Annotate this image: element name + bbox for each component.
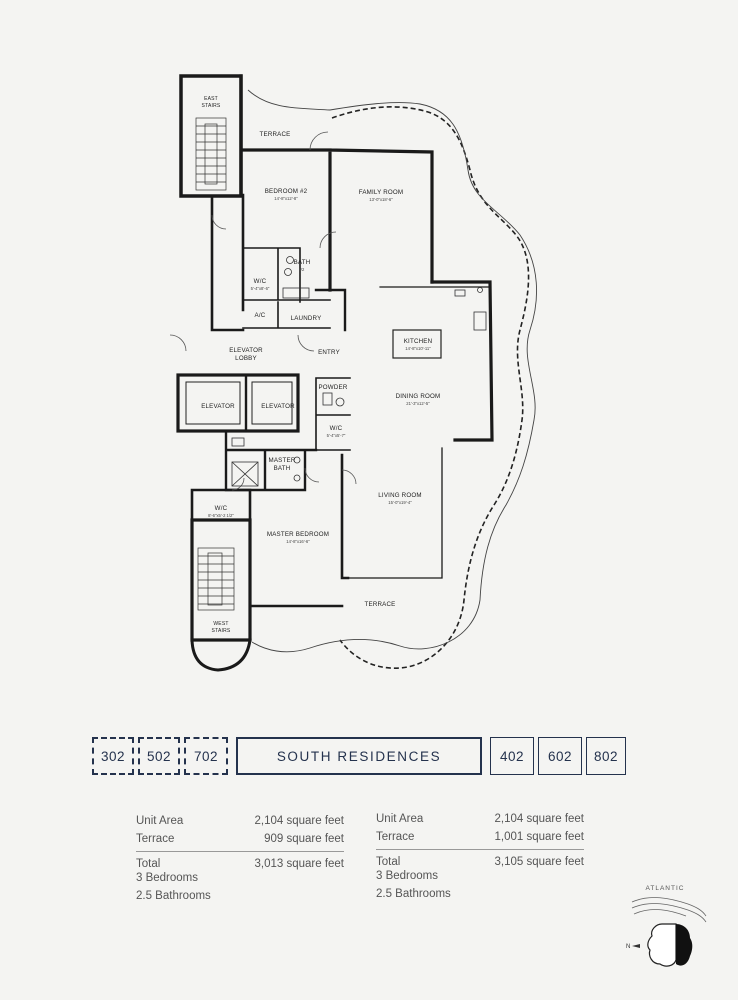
site-outline xyxy=(247,89,537,653)
site-shape xyxy=(647,923,677,967)
unit-502[interactable]: 502 xyxy=(138,737,180,775)
stat-label: Total xyxy=(376,856,401,868)
stat-value: 3,105 square feet xyxy=(494,856,584,868)
label-entry: ENTRY xyxy=(318,349,340,356)
east-stairs-treads xyxy=(195,117,227,191)
stat-label: Terrace xyxy=(376,831,415,843)
stat-value: 2,104 square feet xyxy=(254,815,344,827)
label-wic-top: W/C xyxy=(254,278,267,285)
stat-bathrooms: 2.5 Bathrooms xyxy=(376,888,451,900)
stat-row-terrace: Terrace 909 square feet xyxy=(136,830,344,848)
label-family-room: FAMILY ROOM xyxy=(359,189,404,196)
label-laundry: LAUNDRY xyxy=(291,315,322,322)
label-terrace-bottom: TERRACE xyxy=(365,601,396,608)
label-master-bedroom: MASTER BEDROOM xyxy=(267,531,329,538)
stat-value: 2,104 square feet xyxy=(494,813,584,825)
stat-bedrooms: 3 Bedrooms xyxy=(376,870,439,882)
label-wic-mid: W/C xyxy=(330,425,343,432)
wave-lines xyxy=(631,897,707,923)
stat-value: 1,001 square feet xyxy=(494,831,584,843)
label-dining-room: DINING ROOM xyxy=(396,393,441,400)
stats-left: Unit Area 2,104 square feet Terrace 909 … xyxy=(136,812,344,905)
dim-kitchen: 14'-8"x10'-11" xyxy=(405,346,431,351)
stat-row-total: Total 3,105 square feet xyxy=(376,849,584,868)
stat-row-total: Total 3,013 square feet xyxy=(136,851,344,870)
elevator-cabins xyxy=(185,381,293,425)
stat-bedrooms: 3 Bedrooms xyxy=(136,872,199,884)
label-bath: BATH xyxy=(294,259,311,266)
north-label: N xyxy=(626,944,630,950)
unit-702[interactable]: 702 xyxy=(184,737,228,775)
label-elevator-lobby-2: LOBBY xyxy=(235,355,257,362)
dim-bedroom2: 14'-8"x12'-8" xyxy=(274,196,298,201)
label-west-stairs-2: STAIRS xyxy=(212,628,231,634)
arrow-icon xyxy=(632,944,640,948)
label-east-stairs-1: EAST xyxy=(204,96,218,102)
west-stairs-treads xyxy=(197,547,235,611)
stat-row-unit-area: Unit Area 2,104 square feet xyxy=(376,810,584,828)
dim-family-room: 13'-0"x18'-6" xyxy=(369,197,393,202)
stat-label: Unit Area xyxy=(136,815,184,827)
stat-bathrooms: 2.5 Bathrooms xyxy=(136,890,211,902)
stat-value: 909 square feet xyxy=(264,833,344,845)
dim-living-room: 15'-0"x19'-4" xyxy=(388,500,412,505)
label-terrace-top: TERRACE xyxy=(260,131,291,138)
stat-label: Terrace xyxy=(136,833,175,845)
stat-row-terrace: Terrace 1,001 square feet xyxy=(376,828,584,846)
label-powder: POWDER xyxy=(318,384,347,391)
walls xyxy=(176,74,494,672)
floor-plan-drawing: EAST STAIRS TERRACE BEDROOM #2 14'-8"x12… xyxy=(169,74,537,672)
label-master-bath-2: BATH xyxy=(274,465,291,472)
label-kitchen: KITCHEN xyxy=(404,338,433,345)
north-arrow-icon: ATLANTIC N xyxy=(626,885,707,967)
stat-value: 3,013 square feet xyxy=(254,858,344,870)
stat-row-unit-area: Unit Area 2,104 square feet xyxy=(136,812,344,830)
label-elevator-left: ELEVATOR xyxy=(201,403,235,410)
dim-master-bedroom: 14'-8"x16'-6" xyxy=(286,539,310,544)
label-wic-bottom: W/C xyxy=(215,505,228,512)
unit-302[interactable]: 302 xyxy=(92,737,134,775)
stat-label: Total xyxy=(136,858,161,870)
stats-right: Unit Area 2,104 square feet Terrace 1,00… xyxy=(376,810,584,903)
ocean-label: ATLANTIC xyxy=(646,885,685,892)
label-ac: A/C xyxy=(255,312,266,319)
label-east-stairs-2: STAIRS xyxy=(202,103,221,109)
dim-dining-room: 21'-3"x12'-5" xyxy=(406,401,430,406)
label-elevator-lobby-1: ELEVATOR xyxy=(229,347,263,354)
unit-802[interactable]: 802 xyxy=(586,737,626,775)
residence-title: SOUTH RESIDENCES xyxy=(236,737,482,775)
unit-selector: 302 502 702 SOUTH RESIDENCES 402 602 802 xyxy=(88,737,638,777)
label-bedroom2: BEDROOM #2 xyxy=(265,188,308,195)
label-bath-num: #2 xyxy=(300,267,305,272)
dim-wic-mid: 5'-4"x5'-7" xyxy=(327,433,346,438)
unit-602[interactable]: 602 xyxy=(538,737,582,775)
kitchen-island xyxy=(392,329,442,359)
stat-label: Unit Area xyxy=(376,813,424,825)
label-master-bath-1: MASTER xyxy=(269,457,296,464)
label-elevator-right: ELEVATOR xyxy=(261,403,295,410)
dim-wic-top: 5'-4"x8'-6" xyxy=(251,286,270,291)
site-shape-dark xyxy=(676,924,693,966)
unit-402[interactable]: 402 xyxy=(490,737,534,775)
bath-fixtures xyxy=(231,256,487,487)
room-labels: EAST STAIRS TERRACE BEDROOM #2 14'-8"x12… xyxy=(201,96,440,634)
door-swings xyxy=(169,131,357,491)
label-living-room: LIVING ROOM xyxy=(378,492,421,499)
label-west-stairs-1: WEST xyxy=(213,621,228,627)
dim-wic-bottom: 8'-6"x5'-2 1/2" xyxy=(208,513,234,518)
